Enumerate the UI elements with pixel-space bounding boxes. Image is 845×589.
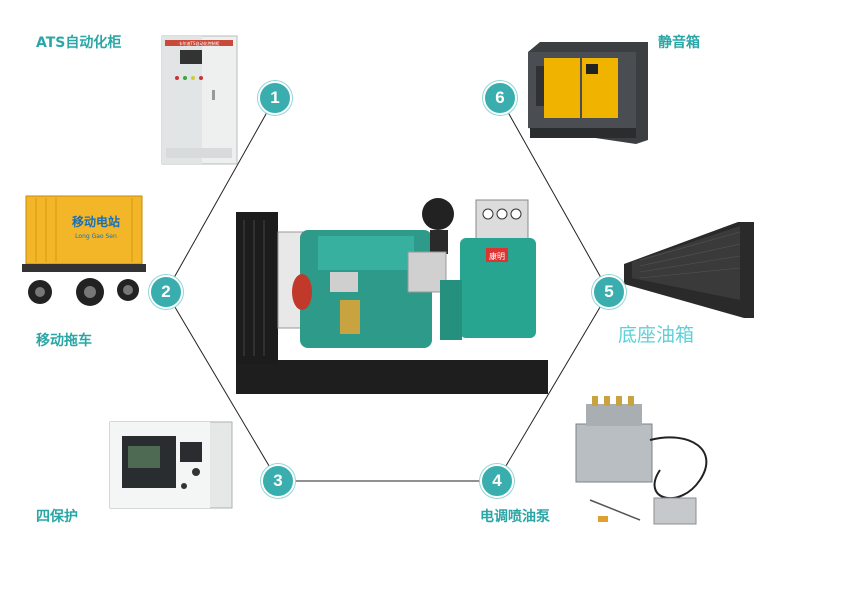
alternator-plate-text: 康明 <box>489 251 505 261</box>
label-mobile-trailer: 移动拖车 <box>36 333 92 349</box>
node-3: 3 <box>261 464 295 498</box>
base-fuel-tank-image <box>624 222 754 318</box>
line-5-6 <box>499 97 610 293</box>
node-6: 6 <box>483 81 517 115</box>
ats-cabinet-image: 卡尔迪TS自动化控制柜 <box>161 35 238 165</box>
line-1-2 <box>165 97 276 293</box>
label-ats-cabinet: ATS自动化柜 <box>36 35 122 51</box>
label-injection-pump: 电调喷油泵 <box>480 509 550 525</box>
node-1: 1 <box>258 81 292 115</box>
silent-canopy-image <box>528 42 648 144</box>
node-2: 2 <box>149 275 183 309</box>
label-silent-box: 静音箱 <box>658 35 700 51</box>
label-base-fuel-tank: 底座油箱 <box>618 324 695 346</box>
trailer-brand-text: 移动电站 <box>72 214 120 229</box>
line-4-5 <box>496 291 610 482</box>
node-5: 5 <box>592 275 626 309</box>
line-2-3 <box>165 291 279 482</box>
controller-box-image <box>109 421 233 509</box>
injection-pump-image <box>575 396 708 525</box>
trailer-sub-text: Long Gao Sen <box>75 233 117 240</box>
node-4: 4 <box>480 464 514 498</box>
connector-lines <box>165 97 610 482</box>
ats-panel-label: 卡尔迪TS自动化控制柜 <box>179 40 220 46</box>
generator-set-image: 康明 <box>236 198 548 394</box>
trailer-image: 移动电站 Long Gao Sen <box>22 195 146 306</box>
label-four-protection: 四保护 <box>36 509 78 525</box>
